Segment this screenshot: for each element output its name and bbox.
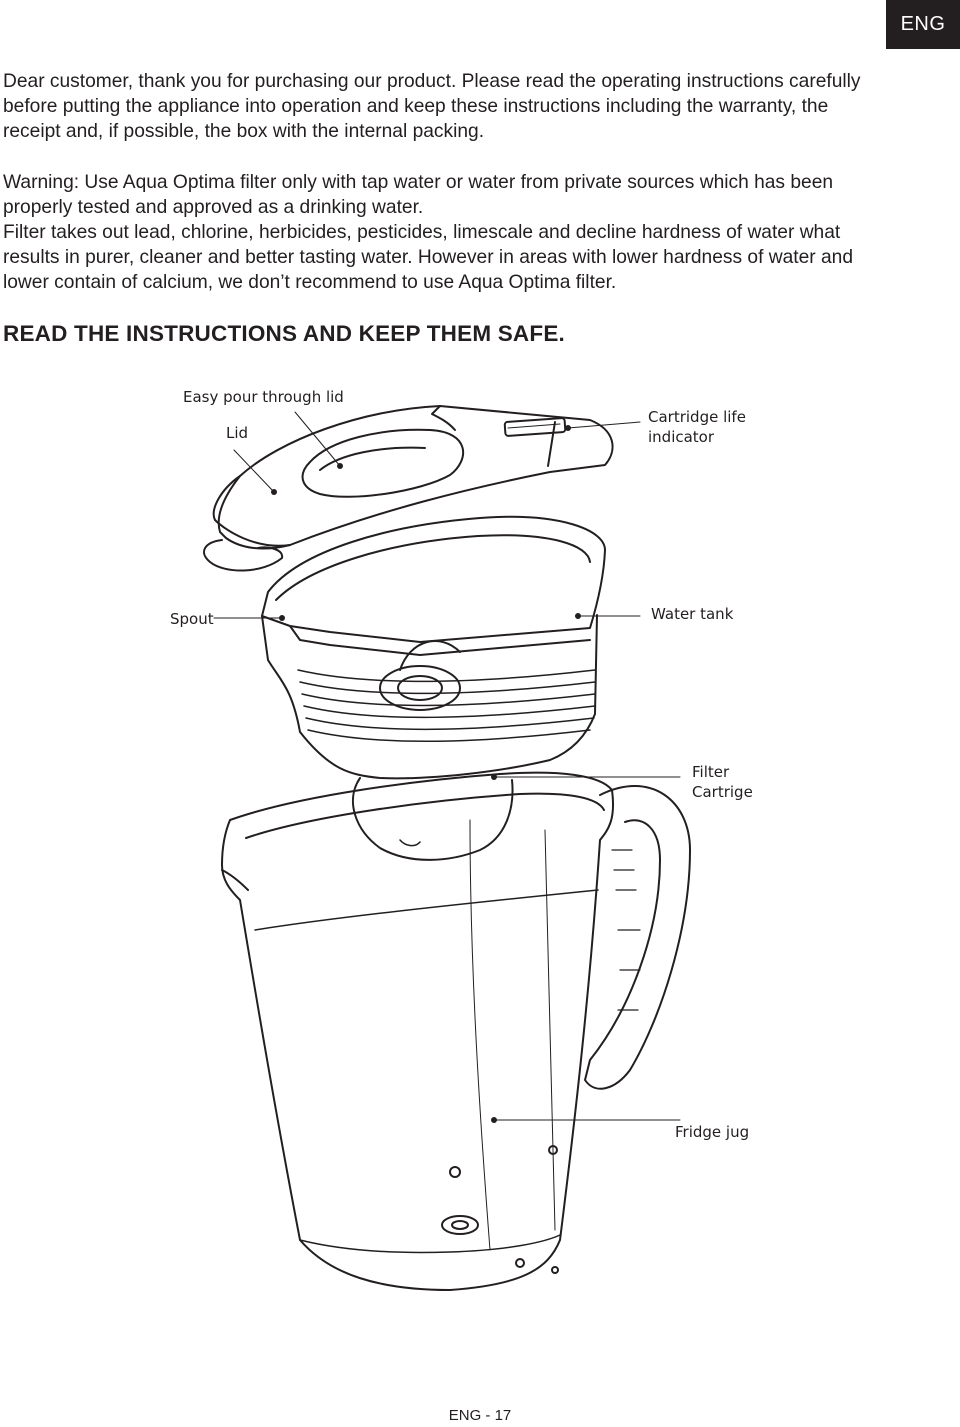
fridge-jug-drawing: [221, 771, 691, 1291]
filter-cartridge-drawing: [351, 777, 514, 861]
label-lid: Lid: [226, 424, 248, 442]
label-fridge-jug: Fridge jug: [675, 1123, 749, 1141]
label-water-tank: Water tank: [651, 605, 734, 623]
language-badge: ENG: [886, 0, 960, 49]
label-easy-pour-lid: Easy pour through lid: [183, 388, 344, 406]
warning-line-usage: Warning: Use Aqua Optima filter only wit…: [3, 172, 834, 218]
warning-paragraph: Warning: Use Aqua Optima filter only wit…: [3, 170, 893, 295]
label-filter-line1: Filter: [692, 763, 730, 781]
intro-paragraph: Dear customer, thank you for purchasing …: [3, 71, 861, 142]
lid-drawing: [203, 405, 614, 572]
label-cartridge-life-line1: Cartridge life: [648, 408, 746, 426]
label-cartridge-life-line2: indicator: [648, 428, 715, 446]
label-filter-line2: Cartrige: [692, 783, 753, 801]
water-tank-drawing: [261, 515, 606, 780]
label-spout: Spout: [170, 610, 214, 628]
label-leader-lines: [213, 411, 681, 1121]
jug-exploded-diagram: Easy pour through lid Lid Cartridge life…: [170, 388, 753, 1291]
page-number: ENG - 17: [448, 1407, 512, 1424]
instructions-heading: READ THE INSTRUCTIONS AND KEEP THEM SAFE…: [3, 321, 565, 346]
warning-line-filter-info: Filter takes out lead, chlorine, herbici…: [3, 222, 854, 293]
